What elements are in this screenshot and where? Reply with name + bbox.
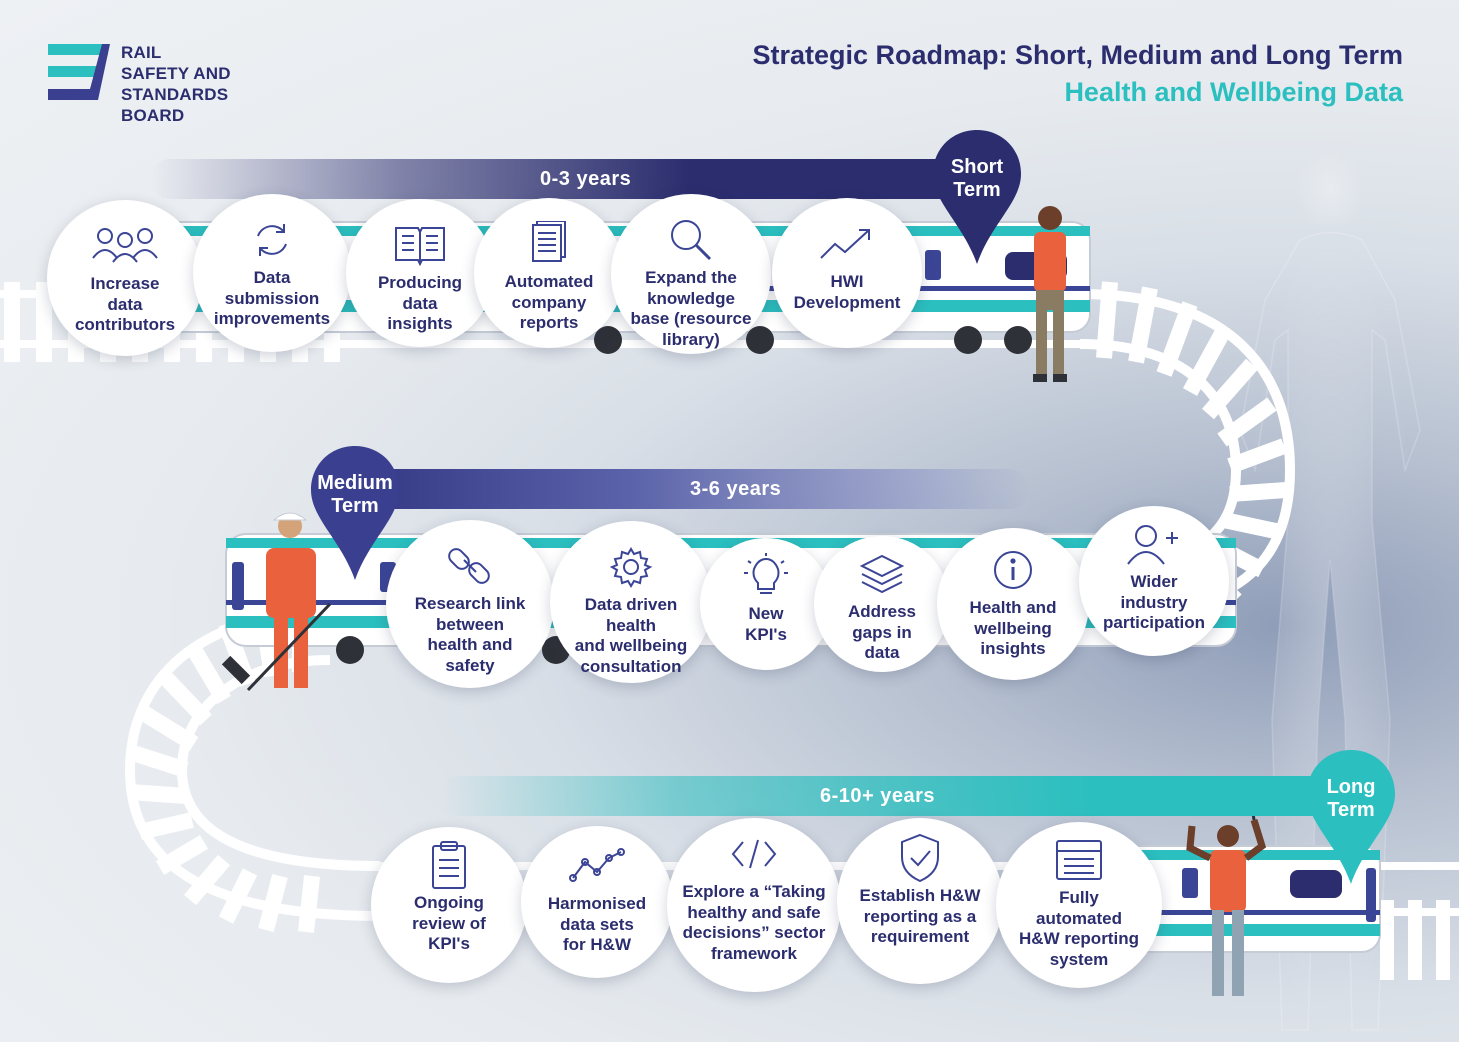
milestone-label: HWI Development: [793, 272, 901, 312]
timeframe-bar-medium: 3-6 years: [370, 469, 1030, 509]
people-group-icon: [90, 222, 160, 270]
chain-link-icon: [448, 542, 492, 590]
timeframe-label-long: 6-10+ years: [820, 784, 936, 807]
milestone-producing-data-insights: Producing data insights: [346, 199, 494, 347]
logo-line-1: RAIL: [121, 43, 162, 62]
line-graph-icon: [569, 842, 625, 890]
logo-line-2: SAFETY AND: [121, 64, 231, 83]
milestone-label: Wider industry participation: [1102, 572, 1205, 632]
map-pin-icon: [1307, 750, 1395, 884]
milestone-label: Automated company reports: [504, 272, 594, 332]
milestone-health-wellbeing-insights: Health and wellbeing insights: [937, 528, 1089, 680]
milestone-automated-company-reports: Automated company reports: [474, 198, 624, 348]
refresh-cycle-icon: [251, 216, 293, 264]
milestone-data-driven-consultation: Data driven health and wellbeing consult…: [550, 521, 712, 683]
milestone-label: Explore a “Taking healthy and safe decis…: [682, 882, 826, 963]
timeframe-label-short: 0-3 years: [540, 167, 632, 190]
rssb-logo-wordmark: RAIL SAFETY AND STANDARDS BOARD: [121, 42, 231, 126]
page-header: Strategic Roadmap: Short, Medium and Lon…: [752, 40, 1403, 108]
milestone-establish-hw-reporting: Establish H&W reporting as a requirement: [837, 818, 1003, 984]
milestone-label: Harmonised data sets for H&W: [547, 894, 647, 954]
layers-stack-icon: [860, 550, 904, 598]
milestone-fully-automated-reporting: Fully automated H&W reporting system: [996, 822, 1162, 988]
trend-up-arrow-icon: [819, 220, 875, 268]
milestone-ongoing-review-kpis: Ongoing review of KPI's: [371, 827, 527, 983]
milestone-label: New KPI's: [745, 604, 787, 644]
milestone-harmonised-data-sets: Harmonised data sets for H&W: [521, 826, 673, 978]
milestone-label: Expand the knowledge base (resource libr…: [630, 268, 752, 349]
timeframe-bar-short: 0-3 years: [150, 159, 980, 199]
worker-figure-medium-term: [221, 512, 332, 692]
logo-line-4: BOARD: [121, 106, 185, 125]
milestone-label: Ongoing review of KPI's: [412, 893, 486, 953]
pin-label-line-2: Term: [953, 179, 1001, 201]
milestone-label: Data driven health and wellbeing consult…: [574, 595, 688, 676]
milestone-data-submission-improvements: Data submission improvements: [193, 194, 351, 352]
milestone-label: Health and wellbeing insights: [969, 598, 1057, 658]
milestone-research-link-health-safety: Research link between health and safety: [386, 520, 554, 688]
info-circle-icon: [992, 546, 1034, 594]
milestone-label: Address gaps in data: [847, 602, 917, 662]
page-subtitle: Health and Wellbeing Data: [1064, 77, 1403, 107]
browser-window-icon: [1054, 836, 1104, 884]
milestone-label: Fully automated H&W reporting system: [1019, 888, 1139, 969]
milestone-label: Producing data insights: [377, 273, 463, 333]
milestone-label: Research link between health and safety: [414, 594, 526, 675]
clipboard-list-icon: [429, 841, 469, 889]
map-pin-icon: [933, 130, 1021, 264]
milestone-label: Data submission improvements: [213, 268, 331, 328]
pin-label-line-1: Medium: [317, 472, 393, 494]
page-title: Strategic Roadmap: Short, Medium and Lon…: [752, 40, 1403, 70]
pin-medium-term: Medium Term: [309, 444, 401, 584]
pin-label-line-1: Long: [1326, 776, 1376, 798]
logo-line-3: STANDARDS: [121, 85, 229, 104]
milestone-wider-industry-participation: Wider industry participation: [1079, 506, 1229, 656]
milestone-label: Increase data contributors: [74, 274, 176, 334]
gear-icon: [609, 543, 653, 591]
map-pin-icon: [311, 446, 399, 580]
milestone-new-kpis: New KPI's: [700, 538, 832, 670]
milestone-label: Establish H&W reporting as a requirement: [859, 886, 981, 946]
pin-label-line-1: Short: [950, 156, 1004, 178]
milestone-expand-knowledge-base: Expand the knowledge base (resource libr…: [611, 194, 771, 354]
document-report-icon: [529, 220, 569, 268]
timeframe-label-medium: 3-6 years: [690, 477, 782, 500]
open-book-icon: [392, 221, 448, 269]
milestone-taking-healthy-safe-decisions: Explore a “Taking healthy and safe decis…: [667, 818, 841, 992]
pin-long-term: Long Term: [1305, 748, 1397, 888]
rssb-logo-mark-icon: [48, 44, 110, 100]
pin-label-line-2: Term: [331, 495, 379, 517]
pin-short-term: Short Term: [931, 128, 1023, 268]
pin-label-line-2: Term: [1327, 799, 1375, 821]
worker-figure-short-term: [1033, 206, 1067, 382]
lightbulb-icon: [744, 552, 788, 600]
magnifier-icon: [668, 216, 714, 264]
milestone-increase-data-contributors: Increase data contributors: [47, 200, 203, 356]
shield-check-icon: [898, 833, 942, 883]
add-user-icon: [1124, 520, 1184, 568]
milestone-hwi-development: HWI Development: [772, 198, 922, 348]
milestone-address-gaps-in-data: Address gaps in data: [814, 536, 950, 672]
code-brackets-icon: [729, 830, 779, 878]
timeframe-bar-long: 6-10+ years: [440, 776, 1380, 816]
